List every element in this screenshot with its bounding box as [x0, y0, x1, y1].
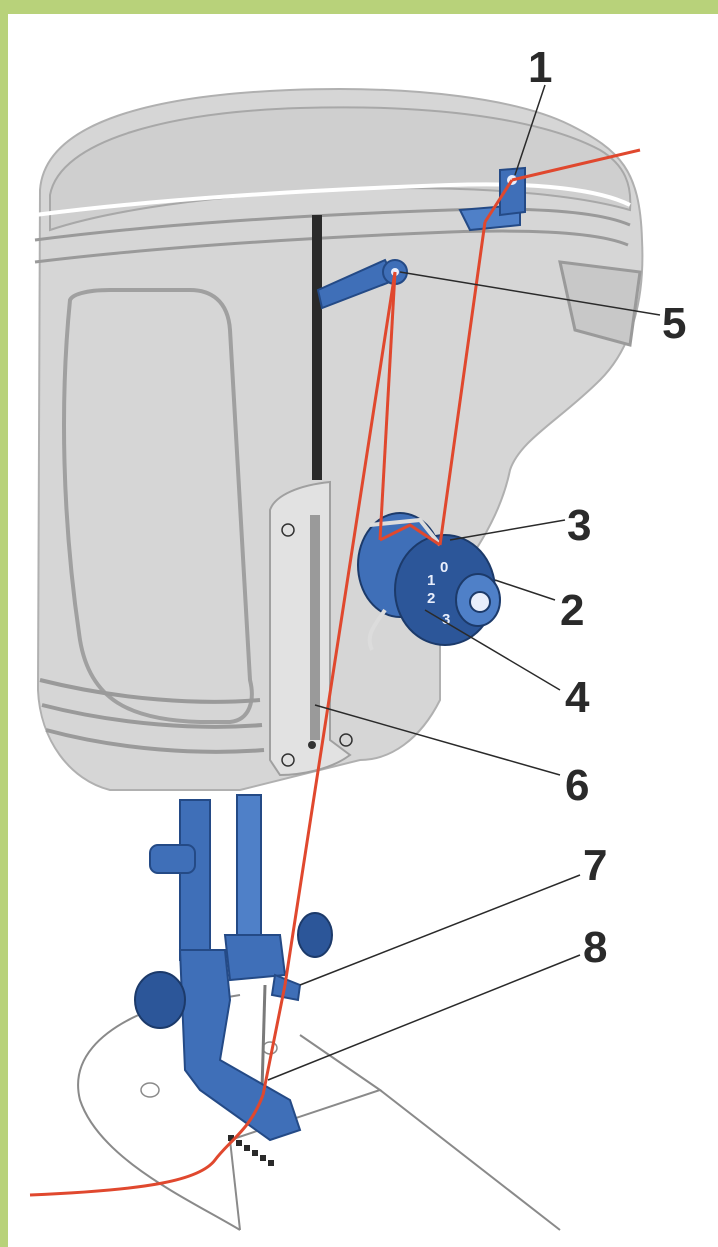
bed-screw-icon — [262, 1041, 278, 1055]
feed-dog-icon — [228, 1135, 274, 1166]
thread-path — [29, 148, 641, 1197]
callout-4: 4 — [565, 673, 590, 722]
needle-icon — [260, 984, 267, 1091]
presser-foot-screw-icon — [134, 971, 186, 1029]
dial-number: 3 — [442, 611, 450, 628]
callout-7: 7 — [583, 841, 607, 890]
leader-line-4 — [424, 609, 561, 691]
face-plate-screw-icon — [339, 733, 353, 747]
dial-number: 1 — [427, 572, 435, 589]
callout-labels: 1 5 3 2 4 6 7 8 — [528, 43, 686, 972]
face-plate-screw-icon — [281, 753, 295, 767]
callout-5: 5 — [662, 299, 686, 348]
leader-line-2 — [494, 579, 556, 601]
callout-1: 1 — [528, 43, 552, 92]
leader-line-5 — [399, 271, 661, 316]
take-up-slot — [312, 215, 322, 480]
presser-bar-clamp-icon — [149, 844, 196, 874]
needle-clamp-icon — [223, 934, 287, 982]
callout-2: 2 — [560, 586, 584, 635]
bed-screw-icon — [140, 1082, 160, 1098]
leader-line-6 — [314, 704, 561, 776]
leader-lines — [267, 84, 661, 1081]
frame-top-strip — [0, 0, 718, 14]
leader-line-7 — [299, 874, 581, 986]
machine-bed-plate — [77, 994, 561, 1231]
thread-guide-6-icon — [308, 741, 316, 749]
presser-foot-icon — [178, 949, 302, 1142]
check-spring-3-icon — [369, 517, 442, 547]
needle-clamp-screw-icon — [297, 912, 333, 958]
frame-left-strip — [0, 0, 8, 1247]
tension-spring-4-icon — [367, 608, 387, 651]
needle-assembly — [134, 794, 333, 1166]
leader-line-3 — [449, 519, 566, 541]
machine-head — [34, 88, 644, 791]
leader-line-8 — [267, 954, 581, 1081]
dial-number: 0 — [440, 559, 448, 576]
callout-3: 3 — [567, 501, 591, 550]
face-plate-screw-icon — [281, 523, 295, 537]
callout-6: 6 — [565, 761, 589, 810]
callout-8: 8 — [583, 923, 607, 972]
dial-number: 2 — [427, 590, 435, 607]
leader-line-1 — [514, 84, 546, 176]
